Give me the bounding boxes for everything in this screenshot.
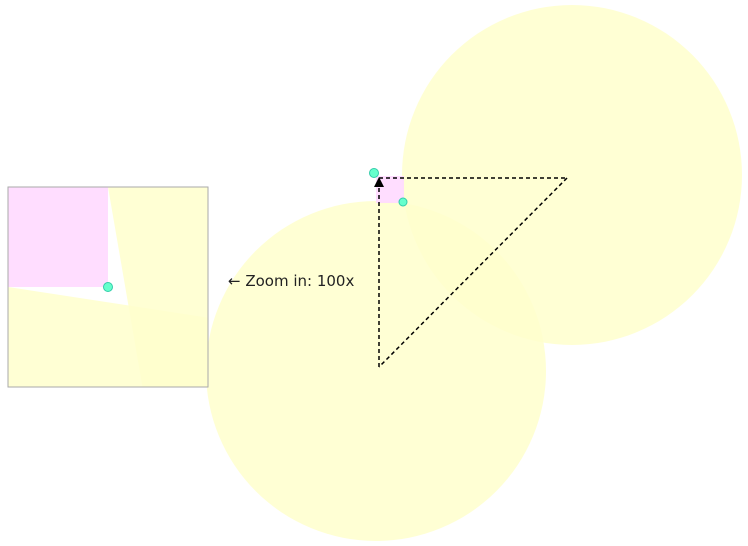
- inset-border: [7, 186, 209, 388]
- zoom-inset: [7, 186, 209, 388]
- intersection-point: [398, 197, 408, 207]
- triangle-hypotenuse: [378, 177, 568, 368]
- inset-point: [103, 282, 113, 292]
- inset-circle-region-bottom: [8, 287, 208, 387]
- large-circle-bottom: [206, 201, 546, 541]
- arrow-head-icon: [374, 177, 384, 187]
- inset-square-region: [8, 187, 108, 287]
- zoom-label: ← Zoom in: 100x: [228, 272, 355, 290]
- corner-point: [369, 168, 379, 178]
